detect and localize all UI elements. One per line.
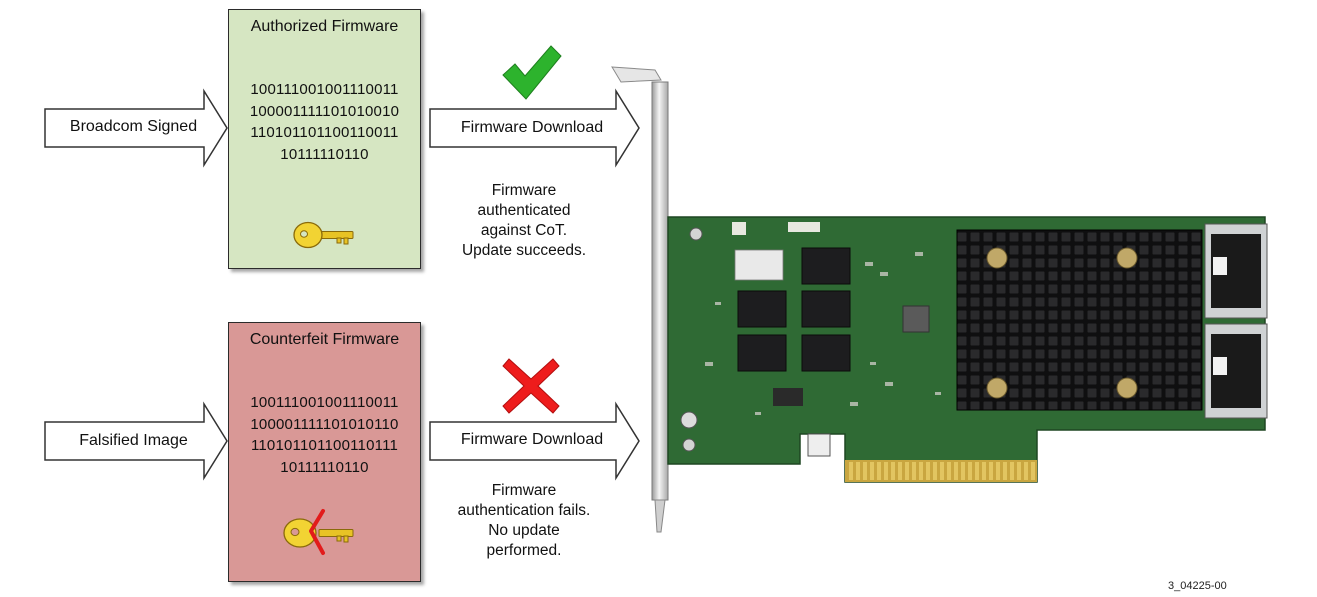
counterfeit-binary: 100111001001110011 100001111101010110 11… <box>229 392 420 478</box>
pcie-connector <box>845 460 1037 482</box>
authorized-firmware-title: Authorized Firmware <box>250 18 399 35</box>
binary-line: 100111001001110011 <box>250 81 399 98</box>
counterfeit-result-text: Firmware authentication fails. No update… <box>432 481 616 561</box>
result-line: Firmware <box>491 182 557 199</box>
binary-line: 110101101100110111 <box>250 437 399 454</box>
binary-line: 110101101100110011 <box>250 124 399 141</box>
binary-line: 100111001001110011 <box>250 394 399 411</box>
result-line: authentication fails. <box>457 502 591 519</box>
binary-line: 100001111101010010 <box>249 102 400 120</box>
result-line: performed. <box>486 542 562 559</box>
result-line: Update succeeds. <box>461 242 587 259</box>
raid-controller-card-image <box>611 66 1268 533</box>
broken-key-icon <box>283 509 354 555</box>
result-line: authenticated <box>477 202 571 219</box>
gold-key-icon <box>293 221 354 249</box>
binary-line: 100001111101010110 <box>250 415 399 433</box>
input-label-falsified: Falsified Image <box>79 432 188 449</box>
input-label-signed: Broadcom Signed <box>69 118 198 135</box>
result-line: against CoT. <box>480 222 568 239</box>
binary-line: 10111110110 <box>280 145 369 163</box>
counterfeit-firmware-box: Counterfeit Firmware 100111001001110011 … <box>228 322 421 582</box>
output-arrow-authorized <box>429 88 640 168</box>
counterfeit-firmware-title: Counterfeit Firmware <box>249 331 400 348</box>
sas-connectors <box>1204 223 1268 419</box>
result-line: No update <box>488 522 560 539</box>
figure-reference-id: 3_04225-00 <box>1168 580 1227 592</box>
binary-line: 10111110110 <box>280 458 369 476</box>
input-arrow-signed <box>44 88 228 168</box>
authorized-result-text: Firmware authenticated against CoT. Upda… <box>438 181 610 261</box>
output-label-counterfeit: Firmware Download <box>460 431 604 448</box>
result-line: Firmware <box>491 482 557 499</box>
output-label-authorized: Firmware Download <box>460 119 604 136</box>
checkmark-icon <box>502 45 562 100</box>
authorized-firmware-box: Authorized Firmware 100111001001110011 1… <box>228 9 421 269</box>
x-mark-icon <box>502 358 560 414</box>
authorized-binary: 100111001001110011 100001111101010010 11… <box>229 79 420 165</box>
output-arrow-counterfeit <box>429 401 640 481</box>
input-arrow-falsified <box>44 401 228 481</box>
